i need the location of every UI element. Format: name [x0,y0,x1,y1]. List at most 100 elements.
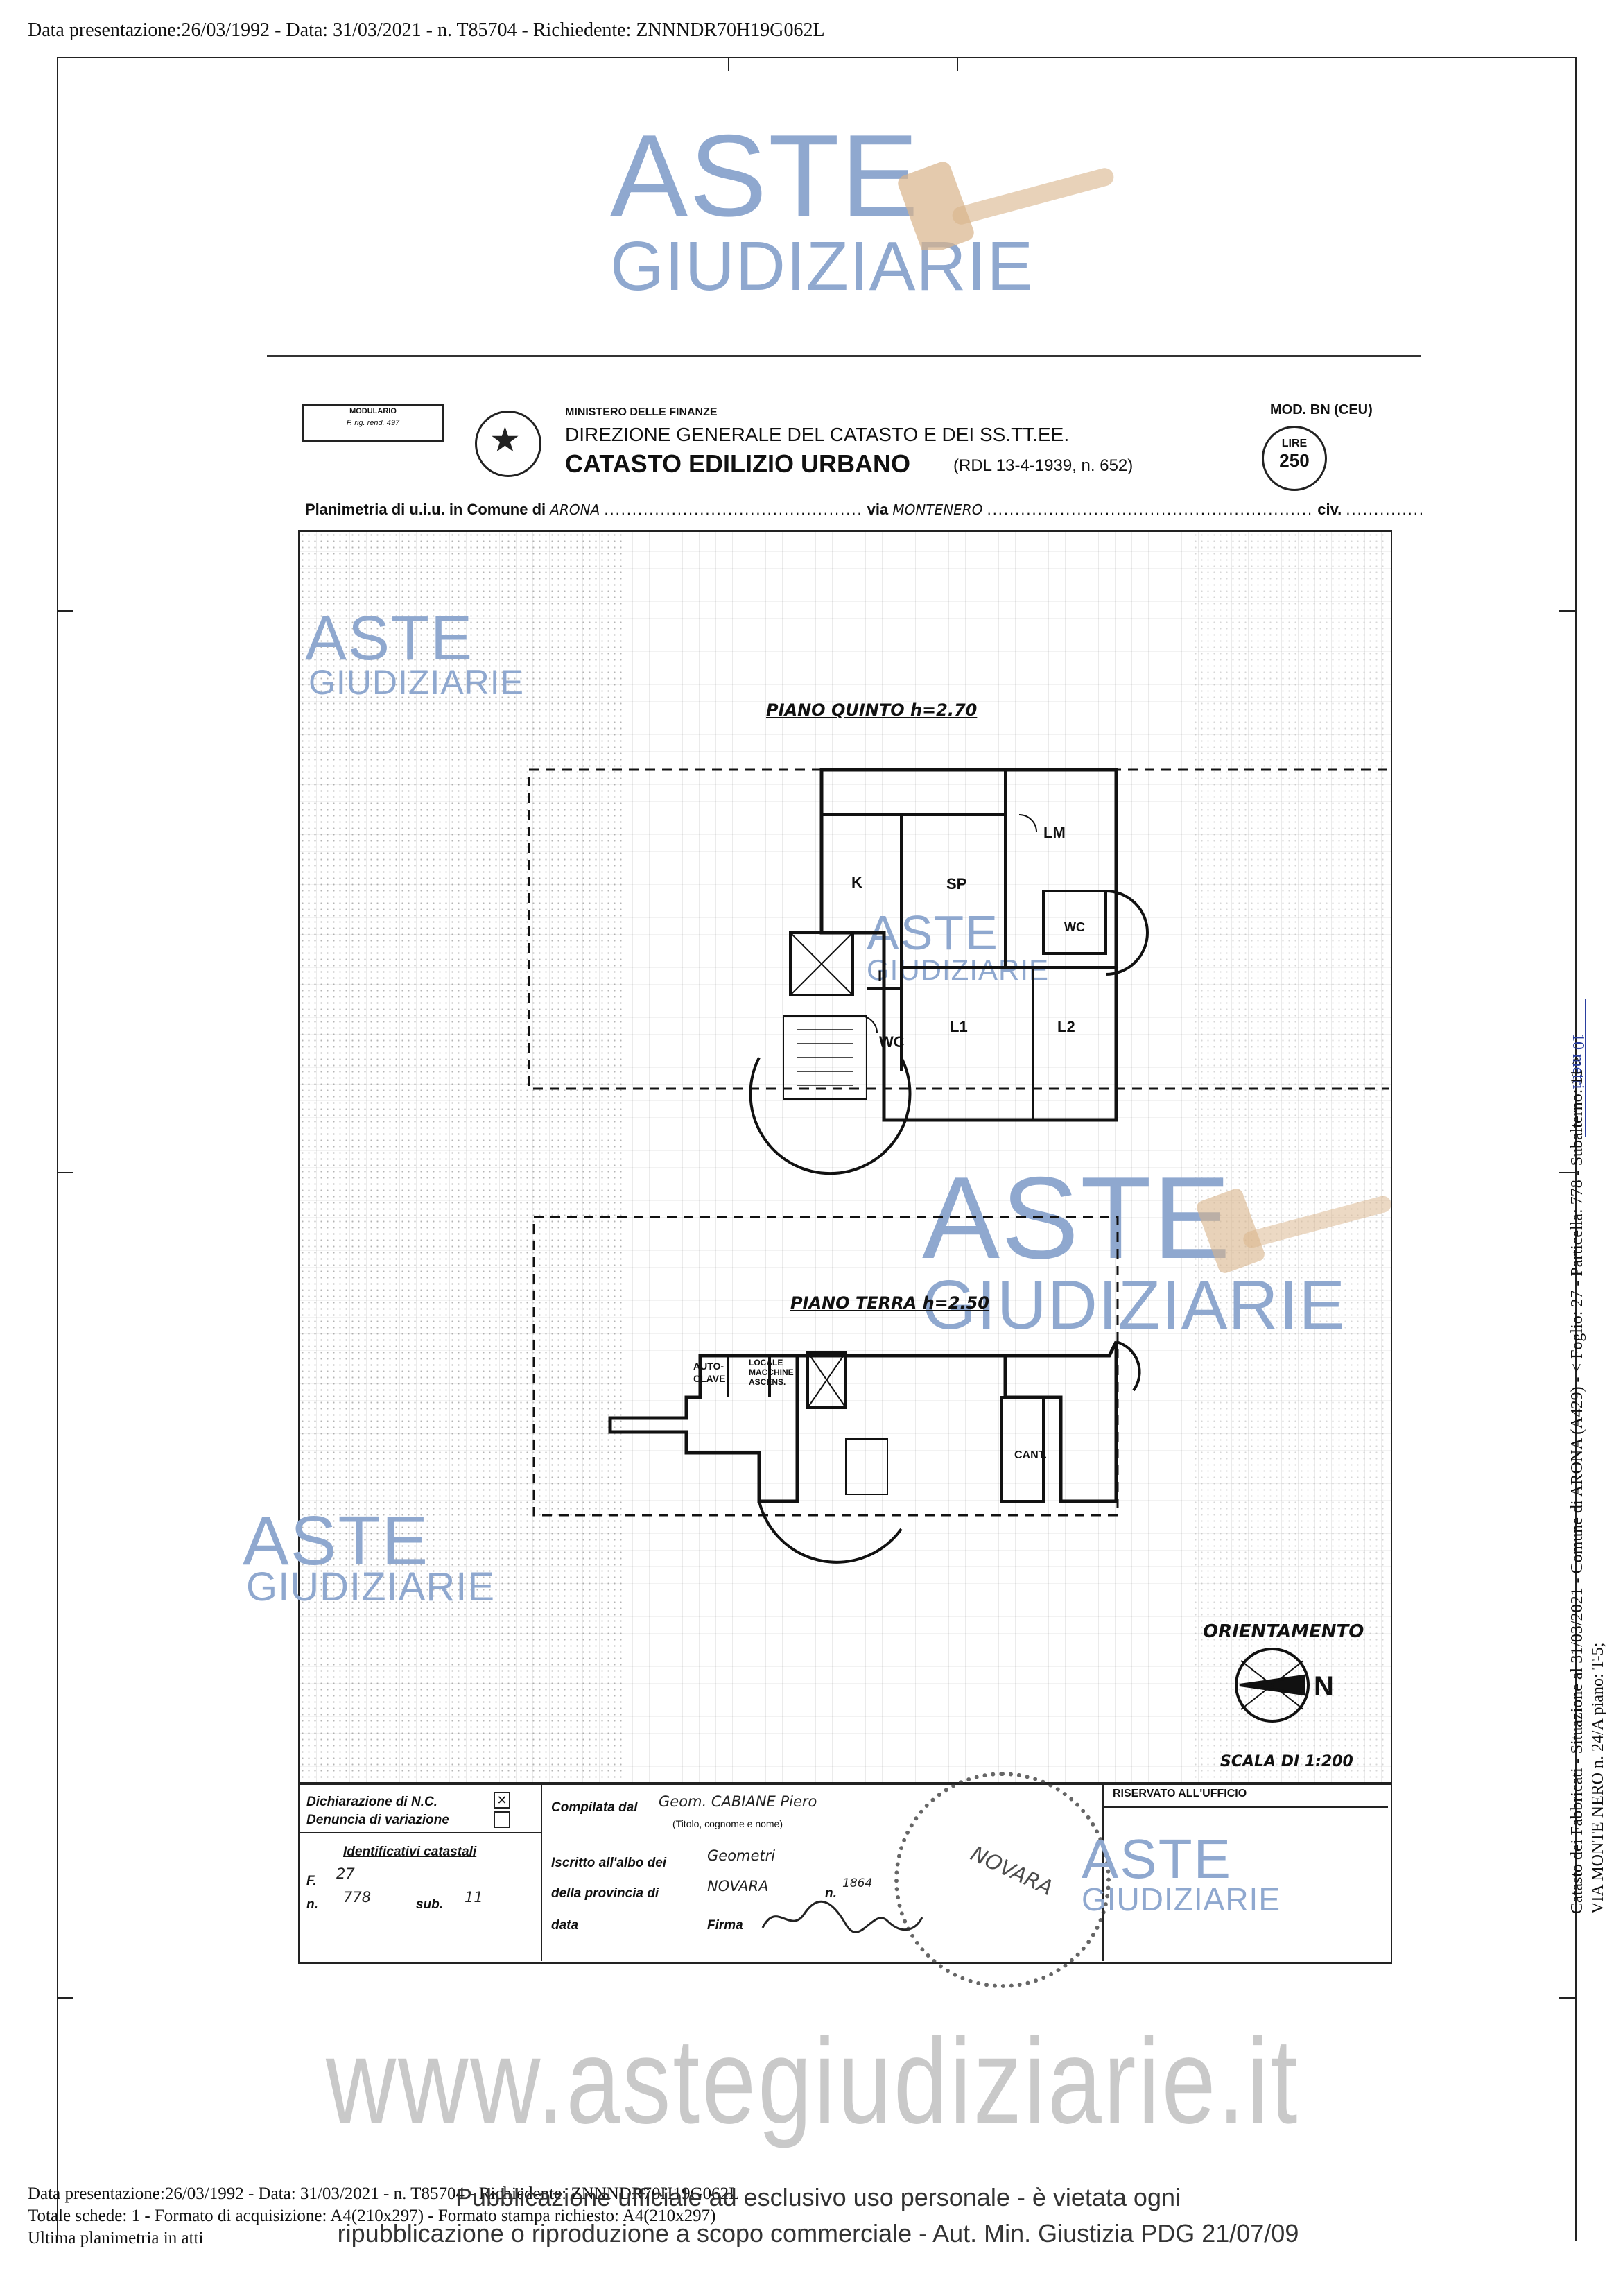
provincia-value: NOVARA [707,1878,769,1894]
modulario-subtitle: F. rig. rend. 497 [346,419,400,427]
room-label: SP [946,875,967,892]
room-label: WC [1064,920,1085,934]
stamp-text: NOVARA [966,1841,1057,1901]
footer-line-3: Ultima planimetria in atti [28,2229,204,2247]
north-letter: N [1314,1671,1334,1702]
gavel-icon [898,162,1114,250]
titolo-caption: (Titolo, cognome e nome) [672,1818,783,1829]
official-stamp: NOVARA [894,1772,1111,1988]
side-cadastral-info: Catasto dei Fabbricati - Situazione al 3… [1568,1055,1586,1914]
watermark-aste-plan: ASTE [867,906,999,960]
door-swing [1018,814,1037,833]
frame-tick [57,1172,73,1173]
f-value: 27 [336,1865,355,1882]
compilata-label: Compilata dal [551,1800,638,1815]
planimetria-line: Planimetria di u.i.u. in Comune di ARONA… [305,501,1425,518]
site-watermark: www.astegiudiziarie.it [326,2012,1300,2149]
watermark-aste-small: ASTE [305,604,474,673]
room-label: ASCENS. [749,1377,786,1387]
cantina-box [1000,1396,1045,1503]
via-value: MONTENERO [892,501,983,518]
orientamento-label: ORIENTAMENTO [1203,1621,1364,1642]
gavel-icon [1197,1189,1391,1273]
room-label: K [851,874,862,891]
terra-stair-curve [758,1501,903,1564]
provincia-label: della provincia di [551,1886,659,1901]
frame-tick [1559,610,1575,612]
quinto-unit-walls [819,768,1118,1122]
table-divider [300,1832,541,1833]
frame-left-border [57,57,58,2241]
n2-value: 1864 [842,1876,873,1890]
frame-tick [1559,1997,1575,1999]
publication-notice-2: ripubblicazione o riproduzione a scopo c… [337,2219,1299,2247]
room-label: LM [1043,824,1066,841]
n-value: 778 [343,1889,372,1906]
civ-label: civ. [1317,501,1342,518]
side-address-info: VIA MONTE NERO n. 24/A piano: T-5; [1589,1642,1607,1914]
table-divider [541,1784,542,1961]
sub-label: sub. [416,1897,444,1912]
modulario-box: MODULARIO F. rig. rend. 497 [302,404,444,442]
comune-value: ARONA [550,501,600,518]
room-label: AUTO- [693,1361,724,1372]
elevator-cross [790,932,853,996]
f-label: F. [306,1874,317,1888]
frame-tick [728,57,729,71]
frame-tick [57,1997,73,1999]
iscritto-value: Geometri [707,1847,776,1864]
table-divider [1102,1806,1388,1808]
watermark-giudiziarie-small: GIUDIZIARIE [309,663,525,702]
modulario-title: MODULARIO [349,407,397,415]
compilata-value: Geom. CABIANE Piero [659,1793,817,1810]
wc-box [1042,890,1107,955]
frame-right-border [1575,57,1577,2241]
frame-top-border [57,57,1575,58]
n2-label: n. [825,1886,837,1901]
signature-icon [761,1900,923,1933]
riservato-label: RISERVATO ALL'UFFICIO [1113,1788,1247,1799]
footer-line-1: Data presentazione:26/03/1992 - Data: 31… [28,2184,740,2203]
room-label: WC [879,1033,905,1051]
planimetria-prefix: Planimetria di u.i.u. in Comune di [305,501,546,518]
scala-label: SCALA DI 1:200 [1220,1753,1353,1770]
direzione-title: DIREZIONE GENERALE DEL CATASTO E DEI SS.… [565,424,1070,445]
top-banner: Data presentazione:26/03/1992 - Data: 31… [28,19,825,41]
republic-emblem-icon [475,411,541,477]
compass-circle [1235,1648,1310,1723]
terra-walls [608,1340,1118,1503]
firma-label: Firma [707,1918,743,1933]
room-label: I [878,967,883,985]
ministero-title: MINISTERO DELLE FINANZE [565,406,718,418]
frame-tick [1559,1172,1575,1173]
dotted-texture [300,532,625,1780]
stair-box [783,1015,867,1100]
stair-curve [749,1057,912,1175]
lire-value: 250 [1279,450,1310,471]
watermark-giudiziarie-mid: GIUDIZIARIE [922,1266,1346,1344]
quinto-dashed-outline [528,768,1389,1090]
watermark-aste-left: ASTE [243,1502,430,1580]
watermark-giudiziarie-left: GIUDIZIARIE [246,1564,496,1609]
publication-notice-1: Pubblicazione ufficiale ad esclusivo uso… [455,2183,1181,2211]
n-label: n. [306,1897,318,1912]
rdl-reference: (RDL 13-4-1939, n. 652) [953,456,1134,475]
mod-code: MOD. BN (CEU) [1270,402,1373,417]
scale-bar: 10 metri [1569,999,1600,1137]
dichiarazione-checkbox[interactable]: ✕ [494,1792,510,1809]
watermark-aste-table: ASTE [1082,1828,1232,1890]
denuncia-checkbox[interactable] [494,1811,510,1828]
room-label: L2 [1057,1018,1075,1035]
terra-stair-box [845,1438,888,1495]
dichiarazione-label: Dichiarazione di N.C. [306,1795,437,1809]
room-label: CANT. [1014,1449,1048,1461]
sub-value: 11 [465,1889,483,1906]
elevator-box [789,931,854,996]
door-swing [859,1015,878,1034]
watermark-aste: ASTE [610,110,920,241]
frame-tick [957,57,958,71]
room-label: CLAVE [693,1373,726,1384]
data-label: data [551,1918,579,1933]
iscritto-label: Iscritto all'albo dei [551,1856,667,1870]
bay-window [1105,890,1149,976]
